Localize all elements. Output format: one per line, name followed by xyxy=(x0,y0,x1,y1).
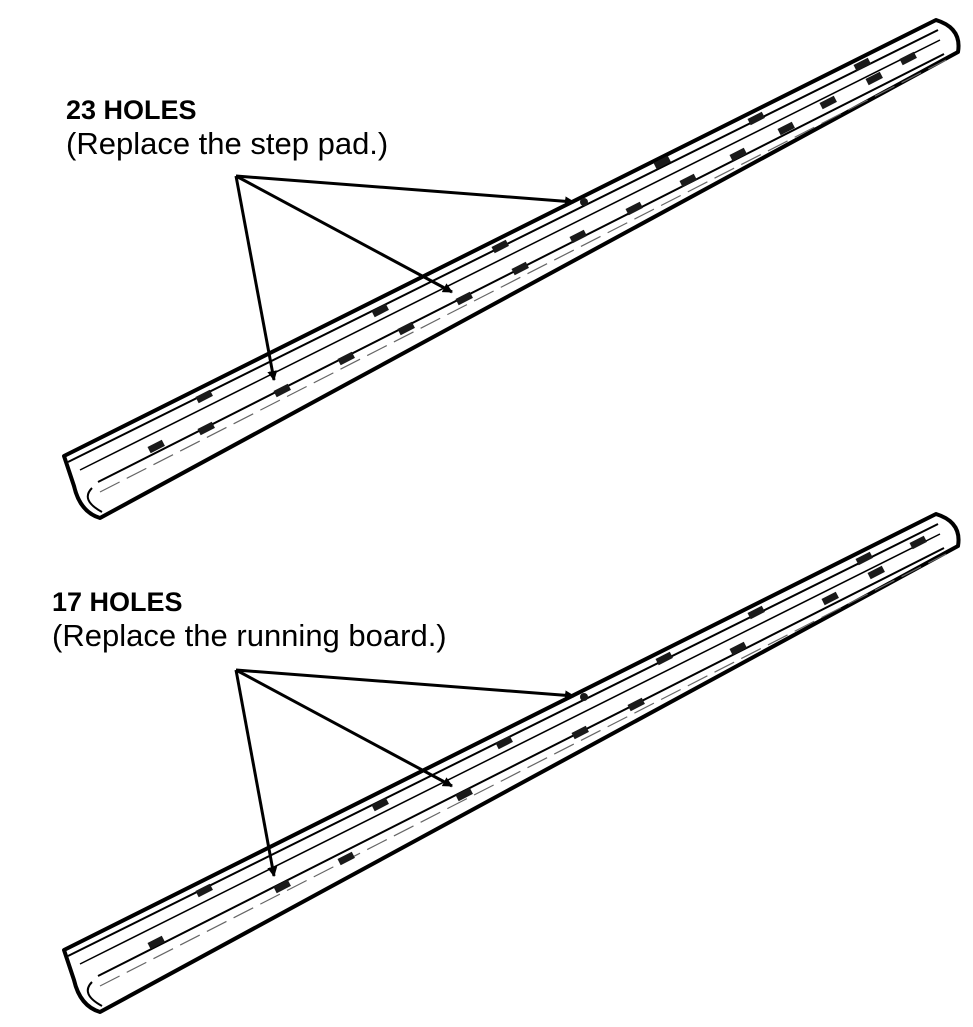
hole xyxy=(625,201,643,216)
running-board-instruction: (Replace the running board.) xyxy=(52,618,447,654)
arrow xyxy=(235,668,575,701)
hole xyxy=(747,111,765,126)
hole xyxy=(855,551,873,566)
hole xyxy=(371,797,389,812)
step-pad-hole-count: 23 HOLES xyxy=(66,95,197,125)
arrow xyxy=(234,669,278,877)
hole xyxy=(147,439,165,454)
hole xyxy=(511,261,529,276)
hole xyxy=(397,321,415,336)
hole xyxy=(867,565,885,580)
hole xyxy=(819,95,837,110)
running-board xyxy=(62,512,961,1014)
running-board-end-cap xyxy=(86,981,103,1007)
hole xyxy=(197,421,215,436)
arrow xyxy=(234,175,278,381)
step-pad-board xyxy=(62,18,961,520)
hole xyxy=(495,735,513,750)
hole xyxy=(195,883,213,898)
hole xyxy=(195,389,213,404)
hole xyxy=(580,693,588,701)
arrow xyxy=(235,174,575,207)
hole xyxy=(627,697,645,712)
running-board-rail-edge xyxy=(97,547,945,977)
hole xyxy=(455,787,473,802)
hole xyxy=(899,51,917,66)
hole xyxy=(853,57,871,72)
running-board-rail-inner xyxy=(79,533,941,965)
hole xyxy=(580,198,588,206)
step-pad-instruction: (Replace the step pad.) xyxy=(66,126,389,162)
hole xyxy=(653,155,671,170)
running-board-callout: 17 HOLES (Replace the running board.) xyxy=(52,587,447,654)
step-pad-callout: 23 HOLES (Replace the step pad.) xyxy=(66,95,388,162)
step-pad-end-cap xyxy=(86,487,103,513)
step-pad-holes xyxy=(147,51,917,454)
hole xyxy=(729,641,747,656)
hole xyxy=(679,173,697,188)
hole xyxy=(337,851,355,866)
running-board-holes xyxy=(147,535,927,950)
hole xyxy=(147,935,165,950)
hole xyxy=(273,879,291,894)
hole xyxy=(821,591,839,606)
arrow xyxy=(235,174,453,294)
step-pad-rail-inner xyxy=(79,39,941,471)
hole xyxy=(371,303,389,318)
hole xyxy=(747,605,765,620)
step-pad-body xyxy=(62,18,961,520)
running-board-arrows xyxy=(234,668,575,877)
hole xyxy=(491,239,509,254)
running-board-stripe xyxy=(99,553,947,987)
hole xyxy=(569,229,587,244)
running-board-hole-count: 17 HOLES xyxy=(52,587,183,617)
hole xyxy=(273,383,291,398)
hole xyxy=(865,71,883,86)
hole xyxy=(455,291,473,306)
step-pad-stripe xyxy=(99,59,947,493)
hole xyxy=(655,651,673,666)
hole xyxy=(571,725,589,740)
hole xyxy=(909,535,927,550)
hole xyxy=(729,147,747,162)
arrow xyxy=(235,668,453,788)
hole xyxy=(337,351,355,366)
hole xyxy=(777,121,795,136)
step-pad-arrows xyxy=(234,174,575,381)
